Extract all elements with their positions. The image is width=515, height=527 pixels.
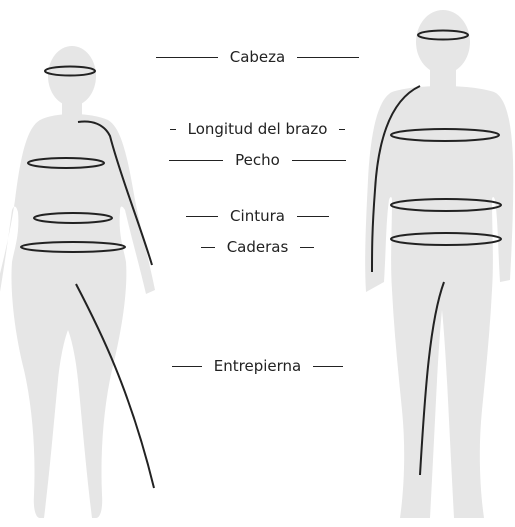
hips-label-row: Caderas	[0, 238, 515, 256]
rule-left	[155, 56, 218, 58]
female-chest-ring	[27, 157, 105, 169]
rule-right	[297, 56, 360, 58]
female-measure-lines	[20, 65, 155, 489]
rule-right	[339, 128, 346, 130]
rule-left	[169, 128, 176, 130]
chest-label: Pecho	[235, 151, 280, 169]
inseam-label-row: Entrepierna	[0, 357, 515, 375]
male-hips-ring	[390, 232, 502, 246]
arm-length-label-row: Longitud del brazo	[0, 120, 515, 138]
male-measure-lines	[371, 29, 502, 476]
inseam-label: Entrepierna	[213, 357, 302, 375]
head-label: Cabeza	[229, 48, 286, 66]
rule-left	[186, 215, 219, 217]
rule-right	[300, 246, 315, 248]
male-arm-line	[371, 85, 421, 273]
rule-left	[171, 365, 202, 367]
rule-right	[291, 159, 346, 161]
female-hips-ring	[20, 241, 126, 253]
rule-left	[169, 159, 224, 161]
female-silhouette	[0, 46, 155, 518]
waist-label: Cintura	[230, 207, 285, 225]
male-inseam-line	[419, 281, 445, 476]
rule-right	[296, 215, 329, 217]
female-arm-line	[77, 120, 153, 266]
hips-label: Caderas	[226, 238, 289, 256]
male-waist-ring	[390, 198, 502, 212]
arm-length-label: Longitud del brazo	[187, 120, 328, 138]
rule-right	[313, 365, 344, 367]
chest-label-row: Pecho	[0, 151, 515, 169]
female-head-ring	[44, 65, 96, 77]
female-waist-ring	[33, 212, 113, 224]
male-chest-ring	[390, 128, 500, 142]
male-head-ring	[417, 29, 469, 41]
head-label-row: Cabeza	[0, 48, 515, 66]
female-inseam-line	[75, 283, 155, 489]
rule-left	[200, 246, 215, 248]
waist-label-row: Cintura	[0, 207, 515, 225]
male-silhouette	[365, 10, 514, 518]
